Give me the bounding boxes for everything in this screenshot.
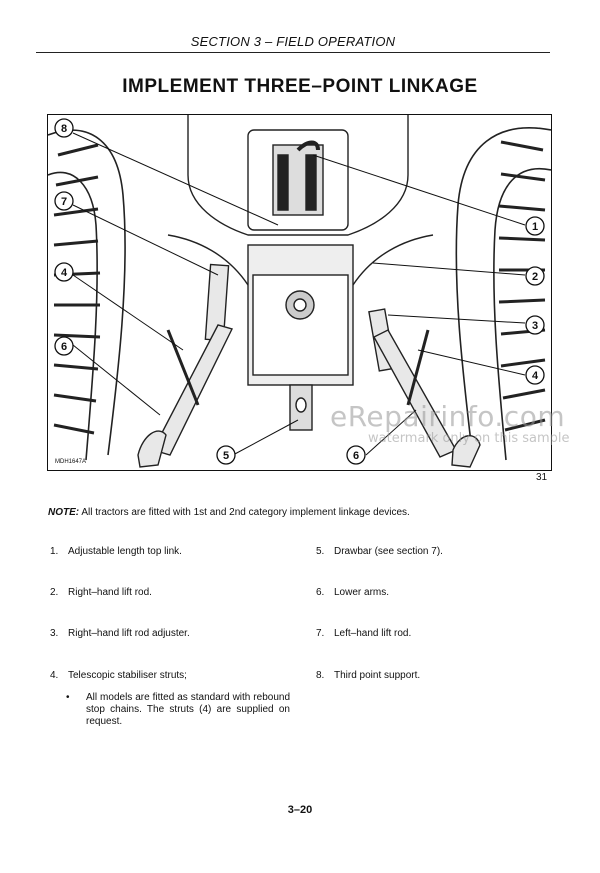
svg-text:6: 6 — [353, 450, 359, 462]
item-number: 6. — [316, 587, 325, 598]
linkage-arms — [137, 263, 481, 468]
item-number: 8. — [316, 670, 325, 681]
svg-text:3: 3 — [532, 320, 538, 332]
watermark-brand: eRepairinfo.com — [330, 400, 566, 433]
list-item: 3. Right–hand lift rod adjuster. — [50, 628, 190, 639]
item-text: Lower arms. — [334, 587, 390, 598]
list-item: 8. Third point support. — [316, 670, 420, 681]
figure-code: MDH1647A — [55, 459, 87, 465]
leader-lines — [72, 132, 526, 456]
callout-3: 3 — [525, 315, 545, 335]
callout-6-right: 6 — [346, 445, 366, 465]
list-item: 4. Telescopic stabiliser struts; — [50, 670, 187, 681]
list-item: 6. Lower arms. — [316, 587, 389, 598]
list-item: 1. Adjustable length top link. — [50, 546, 182, 557]
svg-text:6: 6 — [61, 341, 67, 353]
svg-text:1: 1 — [532, 221, 538, 233]
item-text: Drawbar (see section 7). — [334, 546, 443, 557]
watermark: eRepairinfo.com watermark only on this s… — [330, 400, 600, 446]
callout-8: 8 — [54, 118, 74, 138]
item-text: Adjustable length top link. — [68, 546, 182, 557]
note: NOTE: All tractors are fitted with 1st a… — [48, 507, 410, 518]
page-number: 3–20 — [287, 804, 313, 816]
svg-text:8: 8 — [61, 123, 67, 135]
watermark-subtext: watermark only on this sample — [368, 431, 570, 446]
callout-4-right: 4 — [525, 365, 545, 385]
list-item: 7. Left–hand lift rod. — [316, 628, 411, 639]
figure-number: 31 — [536, 472, 548, 483]
callout-6-left: 6 — [54, 336, 74, 356]
svg-text:7: 7 — [61, 196, 67, 208]
svg-text:4: 4 — [532, 370, 539, 382]
list-item: 5. Drawbar (see section 7). — [316, 546, 443, 557]
section-header: SECTION 3 – FIELD OPERATION — [36, 34, 550, 53]
tractor-rear-drawing — [48, 115, 551, 468]
item-text: Right–hand lift rod adjuster. — [68, 628, 190, 639]
svg-text:5: 5 — [223, 450, 229, 462]
item-number: 4. — [50, 670, 59, 681]
item-number: 1. — [50, 546, 59, 557]
callout-5: 5 — [216, 445, 236, 465]
linkage-illustration: 8 7 4 6 5 6 1 2 3 4 MDH1647A — [47, 114, 552, 471]
callout-4-left: 4 — [54, 262, 74, 282]
callout-1: 1 — [525, 216, 545, 236]
list-item: 2. Right–hand lift rod. — [50, 587, 152, 598]
note-label: NOTE: — [48, 507, 80, 518]
left-tyre — [48, 129, 126, 461]
item-text: Third point support. — [334, 670, 421, 681]
item-number: 2. — [50, 587, 59, 598]
callout-2: 2 — [525, 266, 545, 286]
callout-7: 7 — [54, 191, 74, 211]
item-text: Telescopic stabiliser struts; — [68, 670, 187, 681]
callout-layer: 8 7 4 6 5 6 1 2 3 4 — [54, 118, 545, 465]
svg-text:2: 2 — [532, 271, 538, 283]
item-text: Right–hand lift rod. — [68, 587, 152, 598]
item-text: Left–hand lift rod. — [334, 628, 412, 639]
item-number: 3. — [50, 628, 59, 639]
item-number: 5. — [316, 546, 325, 557]
sub-bullet: • All models are fitted as standard with… — [66, 692, 290, 728]
bullet-text: All models are fitted as standard with r… — [86, 692, 290, 727]
item-number: 7. — [316, 628, 325, 639]
bullet-icon: • — [66, 692, 70, 703]
page-title: IMPLEMENT THREE–POINT LINKAGE — [122, 76, 478, 97]
rear-housing — [167, 115, 434, 431]
note-text: All tractors are fitted with 1st and 2nd… — [81, 507, 410, 518]
svg-text:4: 4 — [61, 267, 68, 279]
